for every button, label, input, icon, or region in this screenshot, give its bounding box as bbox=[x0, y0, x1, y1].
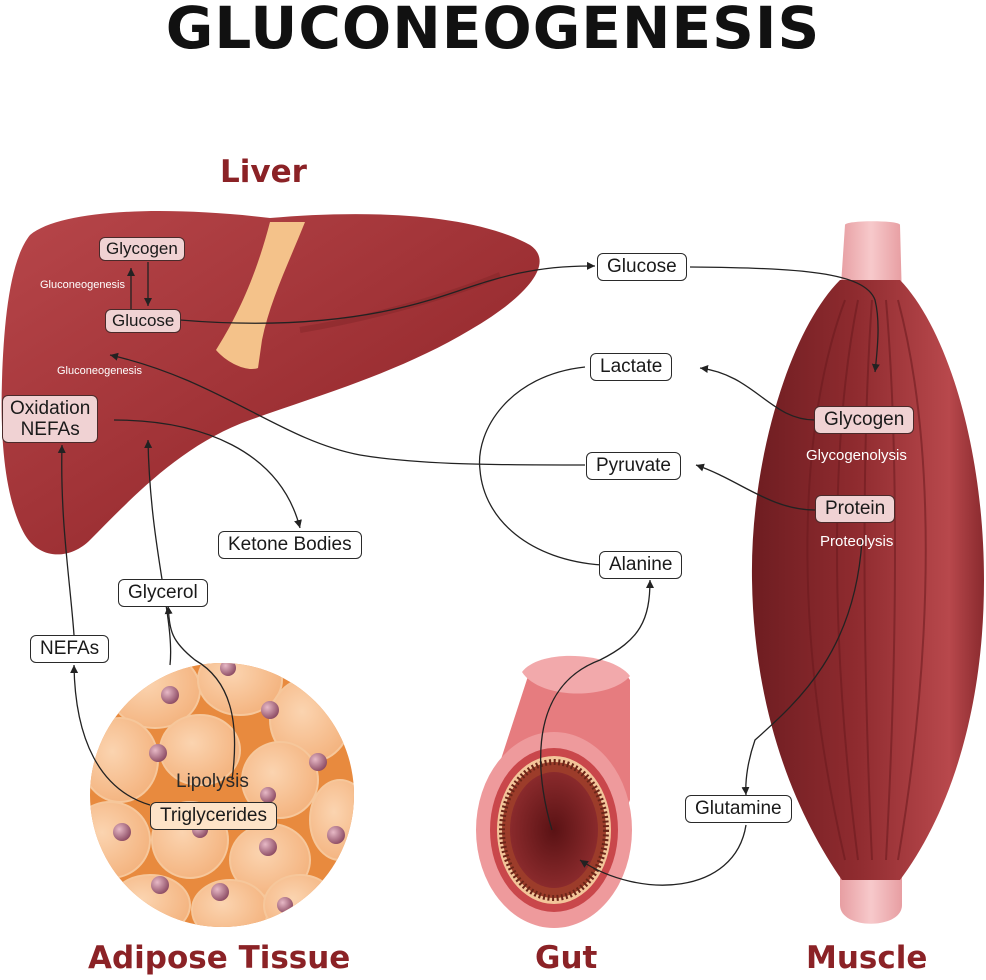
lactate-box: Lactate bbox=[590, 353, 673, 381]
gut-illustration bbox=[476, 655, 632, 928]
muscle-illustration bbox=[751, 221, 984, 924]
muscle-glycogen-box: Glycogen bbox=[814, 406, 915, 434]
muscle-protein-box: Protein bbox=[815, 495, 896, 523]
ketone-bodies-box: Ketone Bodies bbox=[218, 531, 362, 559]
proteolysis-label: Proteolysis bbox=[820, 533, 894, 550]
liver-glycogen-box: Glycogen bbox=[99, 237, 185, 261]
pathway-arrows bbox=[57, 261, 880, 886]
glucose-box: Glucose bbox=[597, 253, 687, 281]
oxidation-nefas-box: Oxidation NEFAs bbox=[2, 395, 99, 443]
gut-label: Gut bbox=[535, 940, 598, 976]
liver-gluconeogenesis-label-top: Gluconeogenesis bbox=[40, 279, 126, 291]
lipolysis-label: Lipolysis bbox=[176, 771, 249, 792]
oxidation-line-1: Oxidation bbox=[10, 398, 91, 419]
alanine-box: Alanine bbox=[599, 551, 683, 579]
oxidation-line-2: NEFAs bbox=[20, 419, 80, 440]
nefas-box: NEFAs bbox=[30, 635, 110, 663]
page-title: GLUCONEOGENESIS bbox=[165, 0, 821, 62]
adipose-illustration bbox=[90, 663, 354, 927]
glutamine-box: Glutamine bbox=[685, 795, 792, 823]
muscle-label: Muscle bbox=[806, 940, 928, 976]
liver-gluconeogenesis-label-bottom: Gluconeogenesis bbox=[57, 365, 143, 377]
liver-illustration bbox=[1, 211, 540, 555]
liver-glucose-box: Glucose bbox=[105, 309, 182, 333]
glycogenolysis-label: Glycogenolysis bbox=[806, 447, 907, 464]
pyruvate-box: Pyruvate bbox=[586, 452, 681, 480]
glycerol-box: Glycerol bbox=[118, 579, 208, 607]
liver-label: Liver bbox=[220, 154, 307, 190]
triglycerides-box: Triglycerides bbox=[150, 802, 277, 830]
adipose-label: Adipose Tissue bbox=[88, 940, 351, 976]
